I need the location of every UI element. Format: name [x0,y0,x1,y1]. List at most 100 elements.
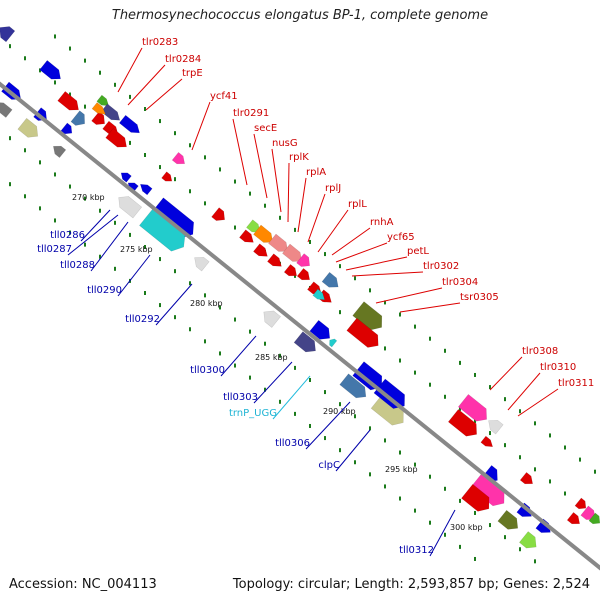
leader-line [297,177,307,233]
gene-label-tll0286: tll0286 [50,230,85,241]
gene-label-ycf41: ycf41 [210,91,238,102]
gene-feature [96,94,110,107]
gene-label-tll0288: tll0288 [60,260,95,271]
leader-line [191,101,211,151]
gene-label-tll0303: tll0303 [223,392,258,403]
gene-label-rplK: rplK [289,152,309,163]
gene-label-trnP_UGG: trnP_UGG [229,408,277,419]
gene-feature [312,288,326,301]
gene-feature [480,435,494,448]
tick-dot-tracks [9,34,596,564]
leader-line [232,118,248,186]
gene-feature [17,117,39,138]
leader-line [253,361,293,404]
leader-line [272,375,311,420]
genome-backbone [0,81,600,571]
gene-label-secE: secE [254,123,277,134]
gene-feature [497,509,519,530]
gene-feature [118,196,143,219]
gene-feature [447,409,477,437]
gene-feature [0,102,13,118]
gene-feature [194,257,210,272]
gene-feature [296,267,310,281]
gene-feature [57,91,79,111]
gene-feature [321,271,339,288]
gene-feature [53,145,67,159]
scale-tick-label: 295 kbp [385,465,418,474]
leader-line [489,356,523,391]
gene-feature [457,394,487,422]
gene-feature [329,338,338,348]
leader-line [127,64,166,106]
gene-feature [309,319,331,340]
gene-labels: tlr0283tlr0284trpEycf41tlr0291secEnusGrp… [37,37,594,556]
leader-line [351,271,424,277]
leader-line [335,242,388,263]
gene-feature [139,183,153,196]
gene-feature [488,420,504,435]
gene-label-tlr0284: tlr0284 [165,54,201,65]
gene-feature [253,243,268,257]
gene-label-tsr0305: tsr0305 [460,292,499,303]
leader-line [335,429,371,472]
leader-line [399,302,461,313]
gene-feature [283,263,297,277]
leader-line [287,162,290,223]
gene-feature [296,253,310,267]
scale-tick-label: 270 kbp [72,193,105,202]
gene-label-tll0300: tll0300 [190,365,225,376]
scale-tick-label: 280 kbp [190,299,223,308]
leader-line [80,209,111,242]
gene-feature [60,122,73,135]
gene-feature [588,512,600,525]
gene-feature [161,171,173,182]
gene-label-rplA: rplA [306,167,326,178]
gene-label-tlr0308: tlr0308 [522,346,558,357]
leader-line [220,335,257,377]
gene-feature [120,172,132,183]
gene-feature [263,310,281,328]
gene-feature [91,102,106,115]
gene-label-tlr0302: tlr0302 [423,261,459,272]
leader-line [375,287,443,304]
leader-line [305,401,351,450]
accession-text: Accession: NC_004113 [9,577,157,592]
topology-text: Topology: circular; Length: 2,593,857 bp… [232,577,590,592]
gene-feature [118,114,140,134]
leader-line [271,148,282,213]
leader-line [507,372,541,411]
gene-label-tll0287: tll0287 [37,244,72,255]
leader-line [429,509,456,557]
leader-line [307,193,326,243]
gene-label-rnhA: rnhA [370,217,394,228]
gene-feature [574,497,587,510]
gene-feature [253,224,274,243]
leader-line [117,47,143,93]
leader-line [345,256,408,271]
gene-feature [0,26,16,43]
gene-label-trpE: trpE [182,68,203,79]
gene-label-tlr0291: tlr0291 [233,108,269,119]
scale-tick-label: 290 kbp [323,407,356,416]
gene-label-rplL: rplL [348,199,367,210]
gene-label-tll0292: tll0292 [125,314,160,325]
gene-feature [535,518,551,533]
figure-title: Thermosynechococcus elongatus BP-1, comp… [111,8,489,23]
gene-feature [239,229,254,243]
leader-line [517,388,559,417]
gene-feature [516,502,532,517]
gene-label-rplJ: rplJ [325,183,341,194]
gene-label-tlr0283: tlr0283 [142,37,178,48]
scale-tick-label: 285 kbp [255,353,288,362]
gene-feature [171,151,185,165]
gene-label-tll0306: tll0306 [275,438,310,449]
gene-feature [282,243,303,262]
gene-feature [268,233,289,252]
label-leader-lines [67,47,559,557]
leader-line [90,221,129,272]
gene-label-clpC: clpC [318,460,340,471]
gene-label-petL: petL [407,246,429,257]
leader-line [317,209,349,253]
